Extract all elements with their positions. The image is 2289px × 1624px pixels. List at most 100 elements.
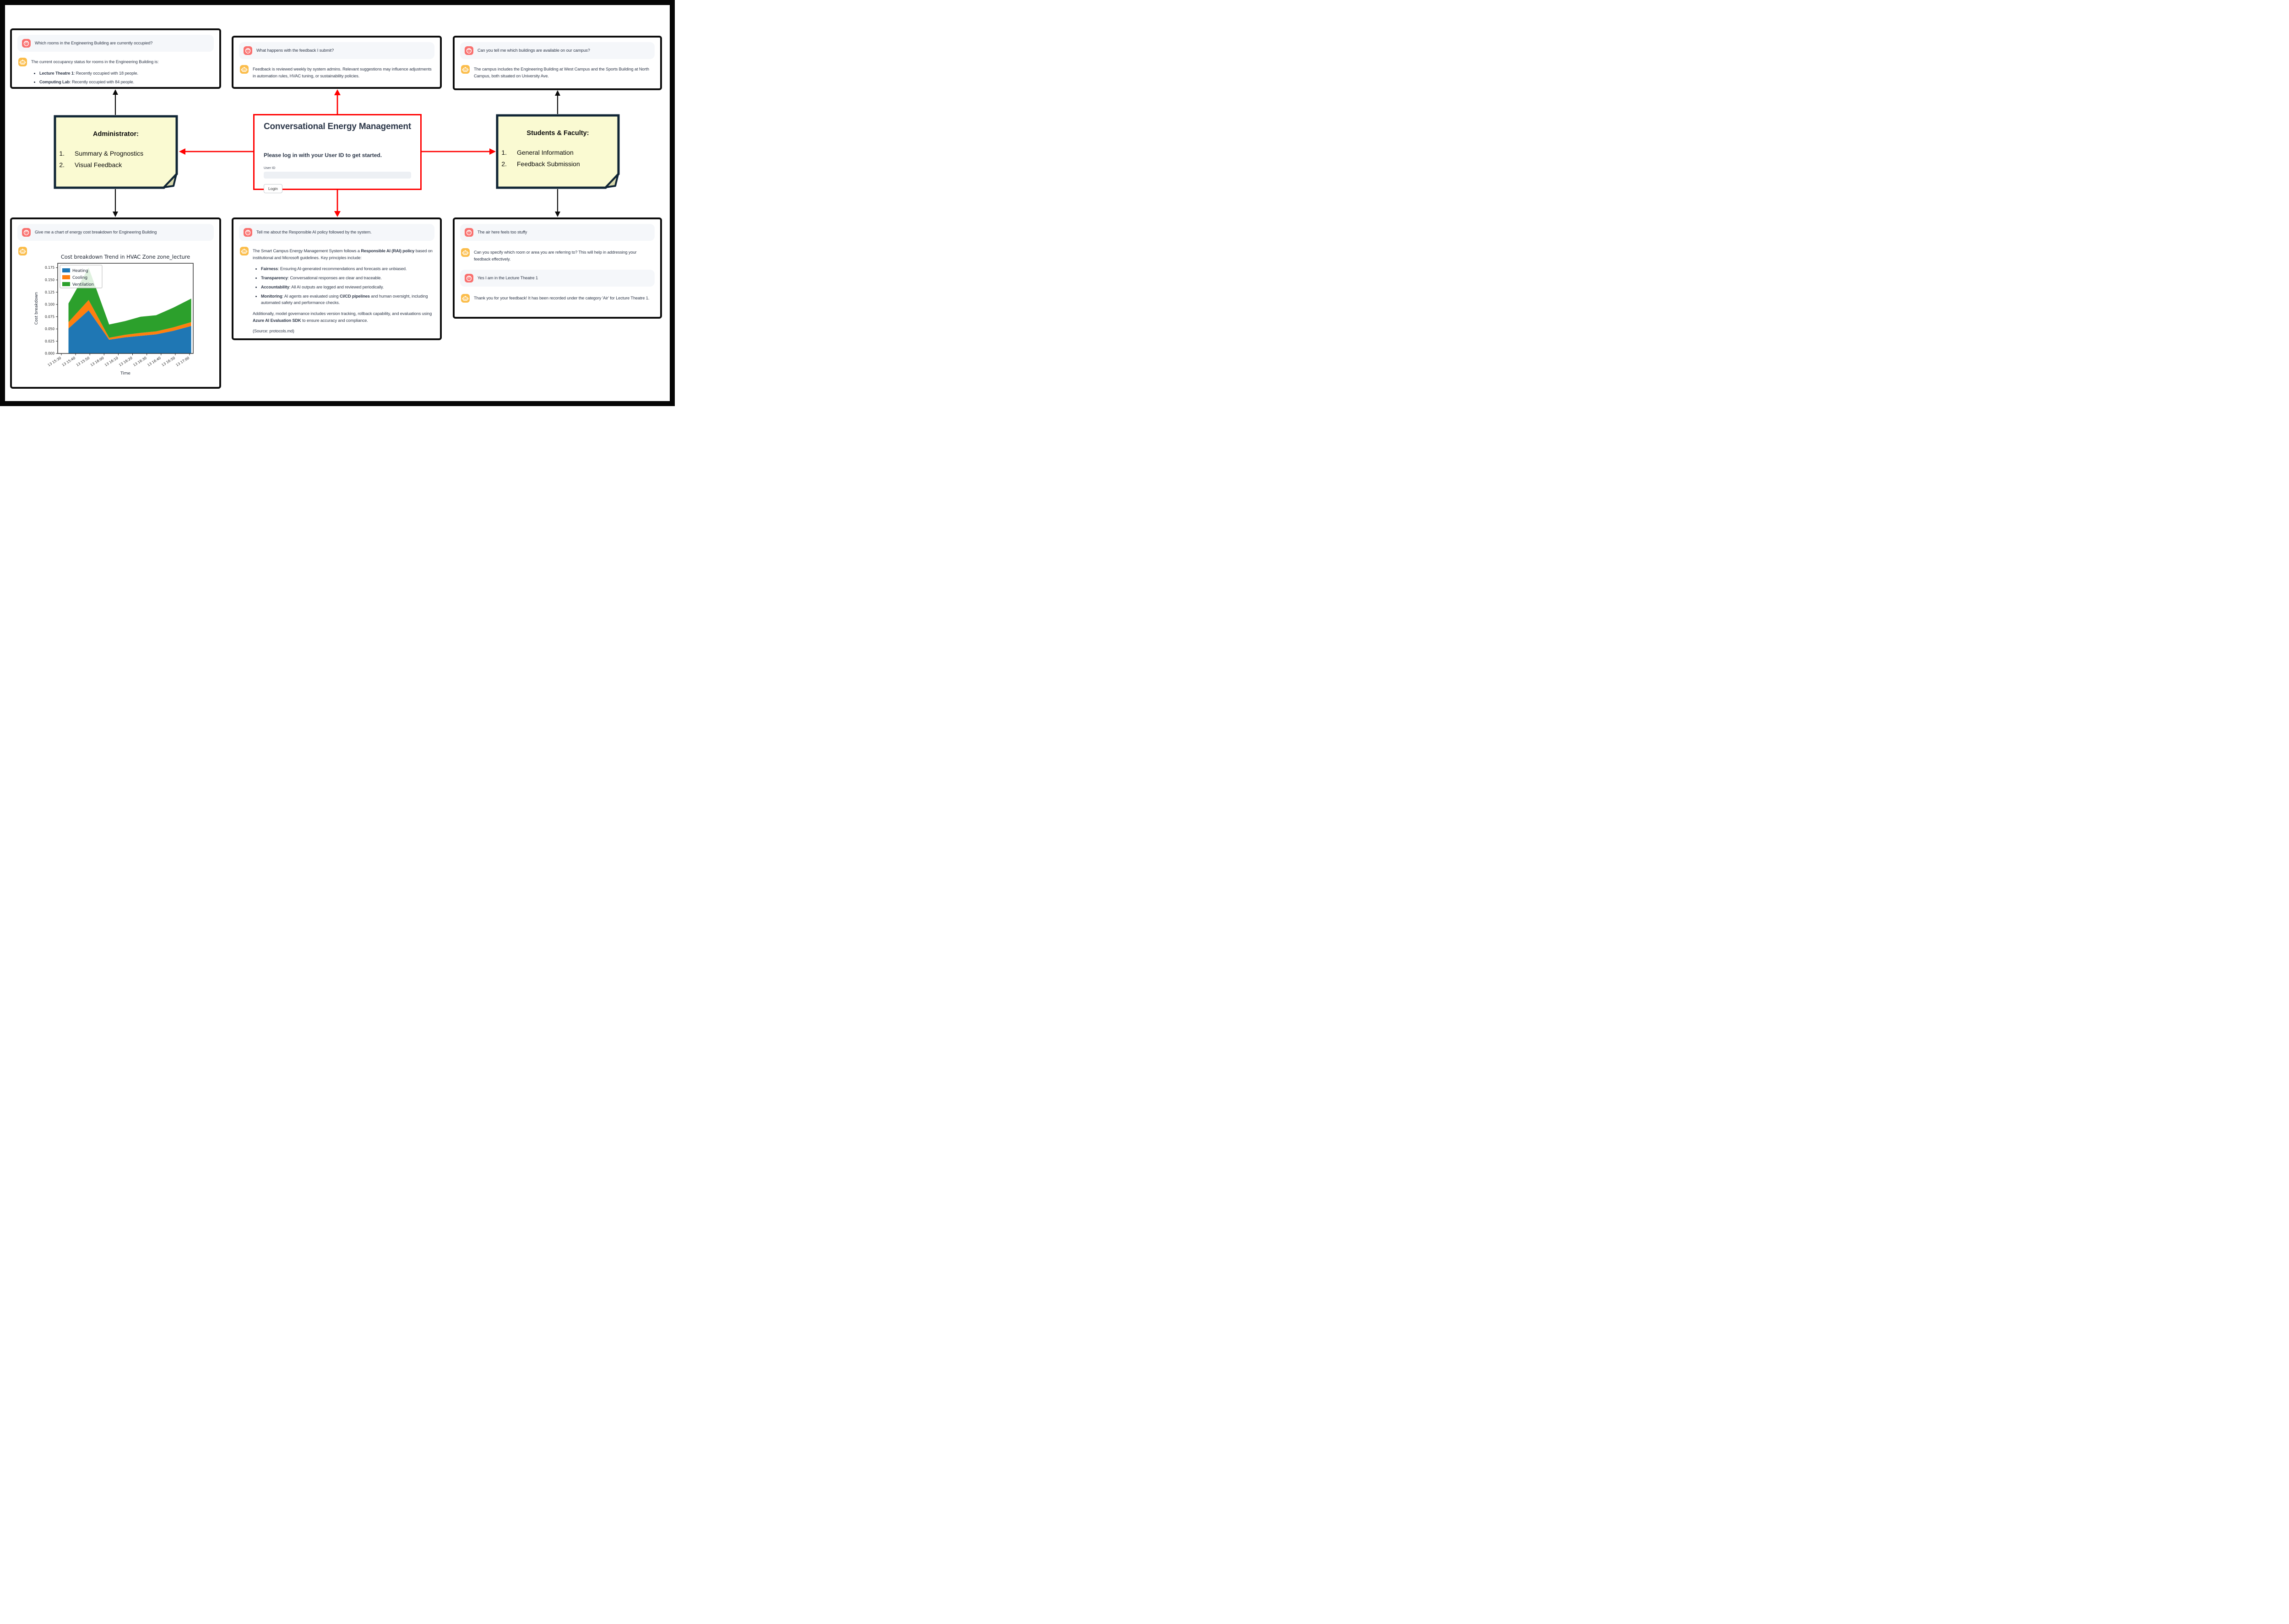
chat-message-bot: Cost breakdown Trend in HVAC Zone zone_l…	[17, 247, 214, 379]
message-text: Yes I am in the Lecture Theatre 1	[477, 276, 538, 281]
note-item: 1. General Information	[501, 149, 574, 156]
arrow-center-to-topcenter	[334, 89, 341, 114]
message-text: The current occupancy status for rooms i…	[31, 60, 159, 64]
robot-icon	[240, 247, 249, 255]
svg-text:13 16:10: 13 16:10	[104, 356, 119, 367]
user-icon	[244, 46, 252, 55]
login-panel: Conversational Energy Management Please …	[253, 114, 422, 193]
svg-text:0.100: 0.100	[45, 303, 54, 307]
chat-message-user: The air here feels too stuffy	[460, 224, 655, 241]
note-item: 1. Summary & Prognostics	[59, 150, 144, 157]
message-text: What happens with the feedback I submit?	[256, 48, 334, 53]
svg-text:0.175: 0.175	[45, 266, 54, 270]
svg-text:0.025: 0.025	[45, 339, 54, 343]
message-text: The Smart Campus Energy Management Syste…	[253, 249, 433, 260]
svg-text:13 15:30: 13 15:30	[47, 356, 62, 367]
user-id-input[interactable]	[264, 172, 411, 179]
message-text: The campus includes the Engineering Buil…	[474, 67, 649, 78]
login-instruction: Please log in with your User ID to get s…	[264, 152, 382, 158]
robot-icon	[461, 294, 470, 303]
user-id-label: User ID	[264, 166, 276, 170]
chat-message-user: Tell me about the Responsible AI policy …	[239, 224, 434, 241]
svg-text:13 16:00: 13 16:00	[90, 356, 105, 367]
user-icon	[22, 39, 31, 48]
note-item-label: Summary & Prognostics	[75, 150, 144, 157]
chat-box-feedback-process: What happens with the feedback I submit?…	[232, 36, 442, 89]
arrow-admin-to-bottomleft	[113, 189, 118, 217]
chat-message-bot: The current occupancy status for rooms i…	[17, 58, 214, 88]
folded-corner	[163, 174, 177, 188]
message-text: Thank you for your feedback! It has been…	[474, 296, 650, 301]
user-icon	[244, 228, 252, 237]
svg-text:0.125: 0.125	[45, 290, 54, 294]
message-text: Additionally, model governance includes …	[253, 311, 432, 323]
svg-text:0.150: 0.150	[45, 278, 54, 282]
connector-arrows	[113, 89, 560, 217]
robot-icon	[461, 248, 470, 257]
note-item-label: Feedback Submission	[517, 160, 580, 168]
bullet-item: Lecture Theatre 1: Recently occupied wit…	[39, 70, 213, 77]
cost-breakdown-area-chart: Cost breakdown Trend in HVAC Zone zone_l…	[34, 254, 194, 376]
user-icon	[22, 228, 31, 237]
robot-icon	[240, 65, 249, 74]
chat-box-responsible-ai: Tell me about the Responsible AI policy …	[232, 217, 442, 340]
message-text: Which rooms in the Engineering Building …	[35, 41, 153, 45]
message-text: The air here feels too stuffy	[477, 230, 527, 234]
message-bullet-list: Fairness: Ensuring AI-generated recommen…	[255, 266, 434, 306]
message-text: Give me a chart of energy cost breakdown…	[35, 230, 157, 234]
svg-text:13 15:50: 13 15:50	[76, 356, 91, 367]
sticky-note-background	[54, 115, 178, 189]
chat-box-occupancy: Which rooms in the Engineering Building …	[10, 28, 221, 89]
user-icon	[465, 46, 473, 55]
message-text: Can you specify which room or area you a…	[474, 250, 637, 261]
robot-icon	[18, 247, 27, 255]
arrow-center-to-admin	[179, 148, 253, 155]
chat-message-user: What happens with the feedback I submit?	[239, 42, 434, 59]
chat-message-user: Can you tell me which buildings are avai…	[460, 42, 655, 59]
chat-message-bot: The campus includes the Engineering Buil…	[460, 65, 655, 79]
chat-box-cost-chart: Give me a chart of energy cost breakdown…	[10, 217, 221, 389]
chat-message-bot: Can you specify which room or area you a…	[460, 248, 655, 262]
chat-message-bot: Thank you for your feedback! It has been…	[460, 294, 655, 303]
svg-text:13 16:20: 13 16:20	[118, 356, 133, 367]
chat-message-user: Give me a chart of energy cost breakdown…	[17, 224, 214, 241]
svg-text:Cooling: Cooling	[72, 276, 87, 280]
svg-text:13 16:40: 13 16:40	[146, 356, 162, 367]
bullet-item: Accountability: All AI outputs are logge…	[261, 284, 434, 291]
user-icon	[465, 228, 473, 237]
robot-icon	[461, 65, 470, 74]
robot-icon	[18, 58, 27, 66]
note-item: 2. Visual Feedback	[59, 161, 122, 168]
note-item: 2. Feedback Submission	[501, 160, 580, 168]
arrow-admin-to-topleft	[113, 89, 118, 115]
chat-message-bot: Feedback is reviewed weekly by system ad…	[239, 65, 434, 79]
svg-text:0.050: 0.050	[45, 327, 54, 331]
note-item-label: General Information	[517, 149, 574, 156]
app-title: Conversational Energy Management	[264, 122, 411, 131]
message-text: Tell me about the Responsible AI policy …	[256, 230, 372, 234]
message-text: Can you tell me which buildings are avai…	[477, 48, 590, 53]
chat-box-buildings: Can you tell me which buildings are avai…	[453, 36, 662, 90]
chat-message-user: Yes I am in the Lecture Theatre 1	[460, 270, 655, 287]
note-title: Administrator:	[93, 130, 139, 138]
svg-text:Cost breakdown Trend in HVAC Z: Cost breakdown Trend in HVAC Zone zone_l…	[61, 254, 190, 260]
login-button[interactable]: Login	[264, 184, 282, 193]
diagram-canvas: Which rooms in the Engineering Building …	[0, 0, 675, 406]
svg-text:0.000: 0.000	[45, 352, 54, 356]
chat-message-user: Which rooms in the Engineering Building …	[17, 35, 214, 52]
bullet-item: Computing Lab: Recently occupied with 84…	[39, 79, 213, 86]
svg-text:Cost breakdown: Cost breakdown	[34, 292, 39, 325]
svg-text:13 17:00: 13 17:00	[175, 356, 190, 367]
message-bullet-list: Lecture Theatre 1: Recently occupied wit…	[33, 70, 213, 86]
sticky-note-students-faculty: Students & Faculty: 1. General Informati…	[496, 114, 620, 189]
energy-cost-chart: Cost breakdown Trend in HVAC Zone zone_l…	[31, 252, 213, 379]
arrow-students-to-bottomright	[555, 189, 560, 217]
bullet-item: Transparency: Conversational responses a…	[261, 275, 434, 282]
message-text: (Source: protocols.md)	[253, 329, 294, 334]
svg-text:13 15:40: 13 15:40	[61, 356, 76, 367]
svg-text:0.075: 0.075	[45, 315, 54, 319]
folded-corner	[605, 174, 619, 188]
sticky-note-administrator: Administrator: 1. Summary & Prognostics …	[54, 115, 178, 189]
message-text: Feedback is reviewed weekly by system ad…	[253, 67, 432, 78]
